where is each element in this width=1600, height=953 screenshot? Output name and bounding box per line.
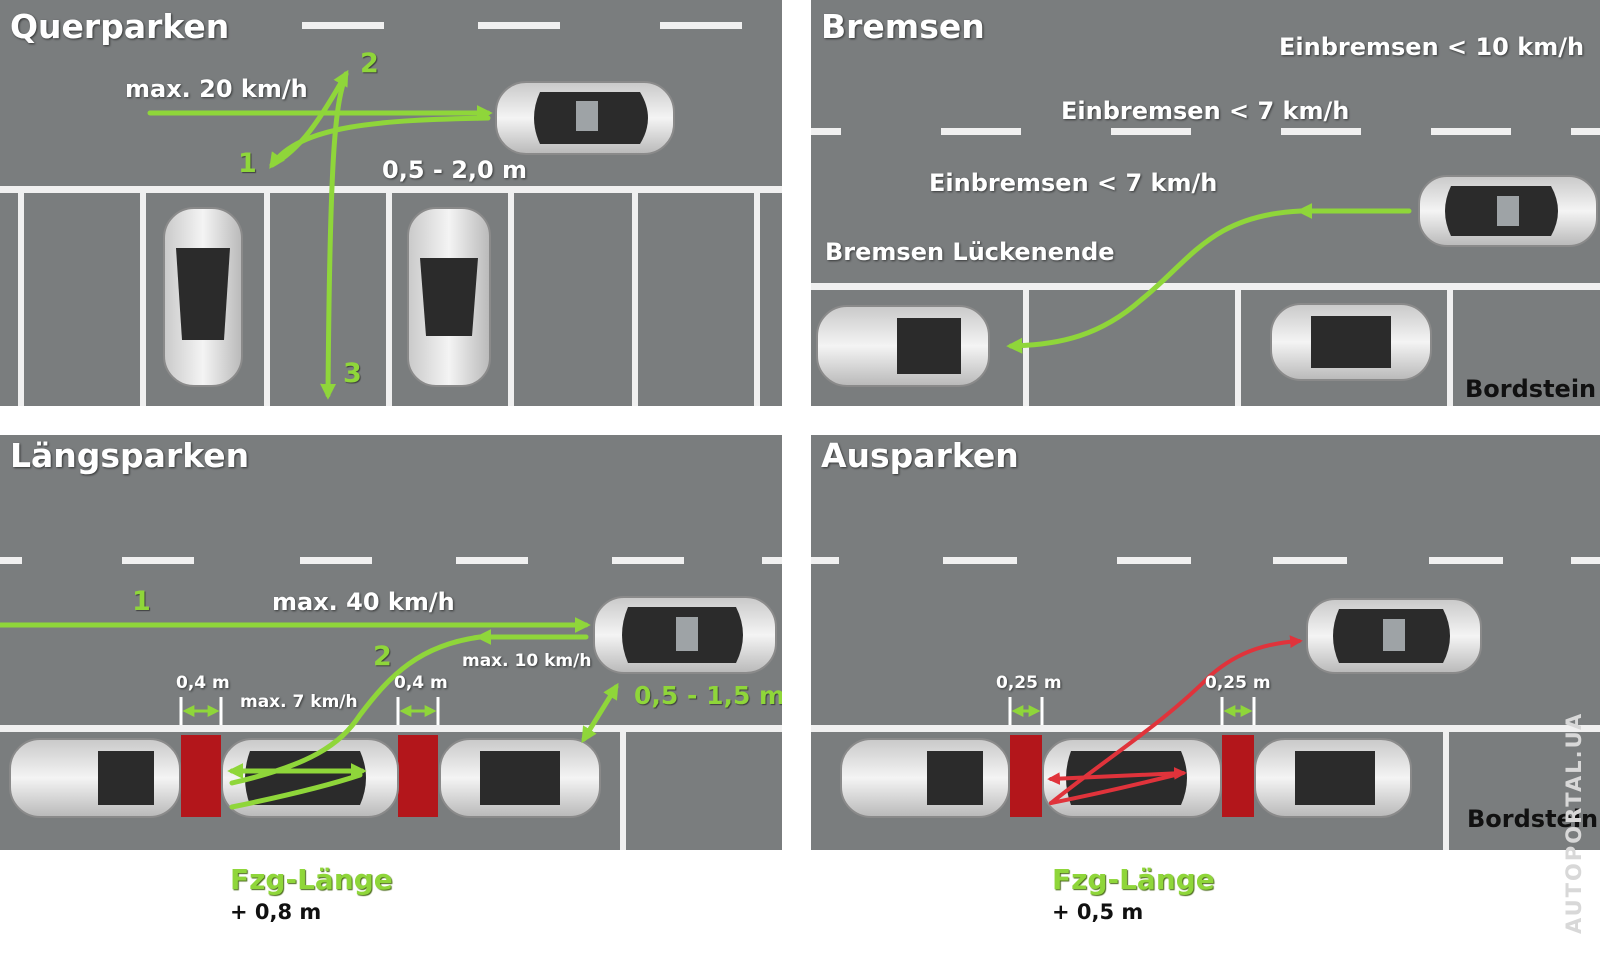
ausparken-gap-right-label: 0,25 m <box>1205 673 1271 693</box>
watermark: AUTOPORTAL.UA <box>1562 711 1586 934</box>
panel-bremsen: Bremsen Einbremsen < 10 km/h Einbremsen … <box>811 0 1600 406</box>
laengsparken-arrows <box>0 616 619 810</box>
querparken-step-2: 2 <box>360 48 379 79</box>
laengsparken-speed-7-label: max. 7 km/h <box>240 692 358 712</box>
car-parked-left <box>816 305 990 387</box>
car-parked-rear <box>1254 738 1412 818</box>
panel-laengsparken: Längsparken 1 max. 40 km/h 2 max. 10 km/… <box>0 435 782 850</box>
curb-and-bay-lines <box>811 725 1600 850</box>
querparken-arrows <box>147 69 493 400</box>
lane-dashes <box>0 557 782 564</box>
car-parked-rear <box>439 738 601 818</box>
laengsparken-drawing <box>0 557 782 850</box>
lane-dashes <box>811 128 1600 135</box>
bremsen-gap-end-label: Bremsen Lückenende <box>825 238 1115 266</box>
curb-and-bay-lines <box>0 725 782 850</box>
buffer-zone-left <box>181 735 221 817</box>
ausparken-arrows <box>1047 635 1303 805</box>
car-parked-right <box>1270 303 1432 381</box>
laengsparken-step-2: 2 <box>373 641 392 672</box>
bremsen-curb-label: Bordstein <box>1465 375 1597 403</box>
laengsparken-length-add: + 0,8 m <box>230 900 322 924</box>
lane-dashes <box>811 557 1600 564</box>
querparken-title: Querparken <box>10 7 230 46</box>
laengsparken-gap-right-label: 0,4 m <box>394 673 448 693</box>
ausparken-length-label: Fzg-Länge <box>1052 863 1215 896</box>
bremsen-brake-10-label: Einbremsen < 10 km/h <box>1279 33 1585 61</box>
laengsparken-title: Längsparken <box>10 436 250 475</box>
ausparken-drawing <box>811 557 1600 850</box>
gap-markers <box>179 697 440 725</box>
panel-querparken: Querparken max. 20 km/h 2 1 0,5 - 2,0 m … <box>0 0 782 406</box>
gap-markers <box>1008 697 1256 725</box>
querparken-step-3: 3 <box>343 358 362 389</box>
ausparken-curb-label: Bordstein <box>1467 805 1599 833</box>
bremsen-arrows <box>1006 202 1412 354</box>
parking-bay-lines <box>0 186 782 406</box>
car-moving <box>495 81 675 155</box>
car-parked-front <box>9 738 181 818</box>
car-moving <box>1418 175 1598 247</box>
ausparken-gap-left-label: 0,25 m <box>996 673 1062 693</box>
querparken-step-1: 1 <box>238 148 257 179</box>
parking-bay-lines <box>811 283 1600 406</box>
buffer-zone-right <box>398 735 438 817</box>
laengsparken-step-1: 1 <box>132 586 151 617</box>
buffer-zone-right <box>1222 735 1254 817</box>
querparken-drawing <box>0 22 782 406</box>
bremsen-brake-7b-label: Einbremsen < 7 km/h <box>929 169 1218 197</box>
laengsparken-speed-10-label: max. 10 km/h <box>462 651 592 671</box>
bremsen-title: Bremsen <box>821 7 985 46</box>
car-parked-left <box>163 207 243 387</box>
laengsparken-speed-40-label: max. 40 km/h <box>272 588 455 616</box>
laengsparken-length-label: Fzg-Länge <box>230 863 393 896</box>
car-departed <box>1306 598 1482 674</box>
lane-dashes <box>302 22 742 29</box>
car-parked-front <box>840 738 1010 818</box>
car-parked-right <box>407 207 491 387</box>
panel-ausparken: Ausparken 0,25 m 0,25 m Bordstein <box>811 435 1600 850</box>
buffer-zone-left <box>1010 735 1042 817</box>
ausparken-length-add: + 0,5 m <box>1052 900 1144 924</box>
laengsparken-distance-label: 0,5 - 1,5 m <box>634 681 782 710</box>
querparken-speed-label: max. 20 km/h <box>125 75 308 103</box>
querparken-distance-label: 0,5 - 2,0 m <box>382 156 528 184</box>
car-moving <box>593 596 777 674</box>
bremsen-brake-7a-label: Einbremsen < 7 km/h <box>1061 97 1350 125</box>
laengsparken-gap-left-label: 0,4 m <box>176 673 230 693</box>
ausparken-title: Ausparken <box>821 436 1019 475</box>
bremsen-drawing <box>811 128 1600 406</box>
